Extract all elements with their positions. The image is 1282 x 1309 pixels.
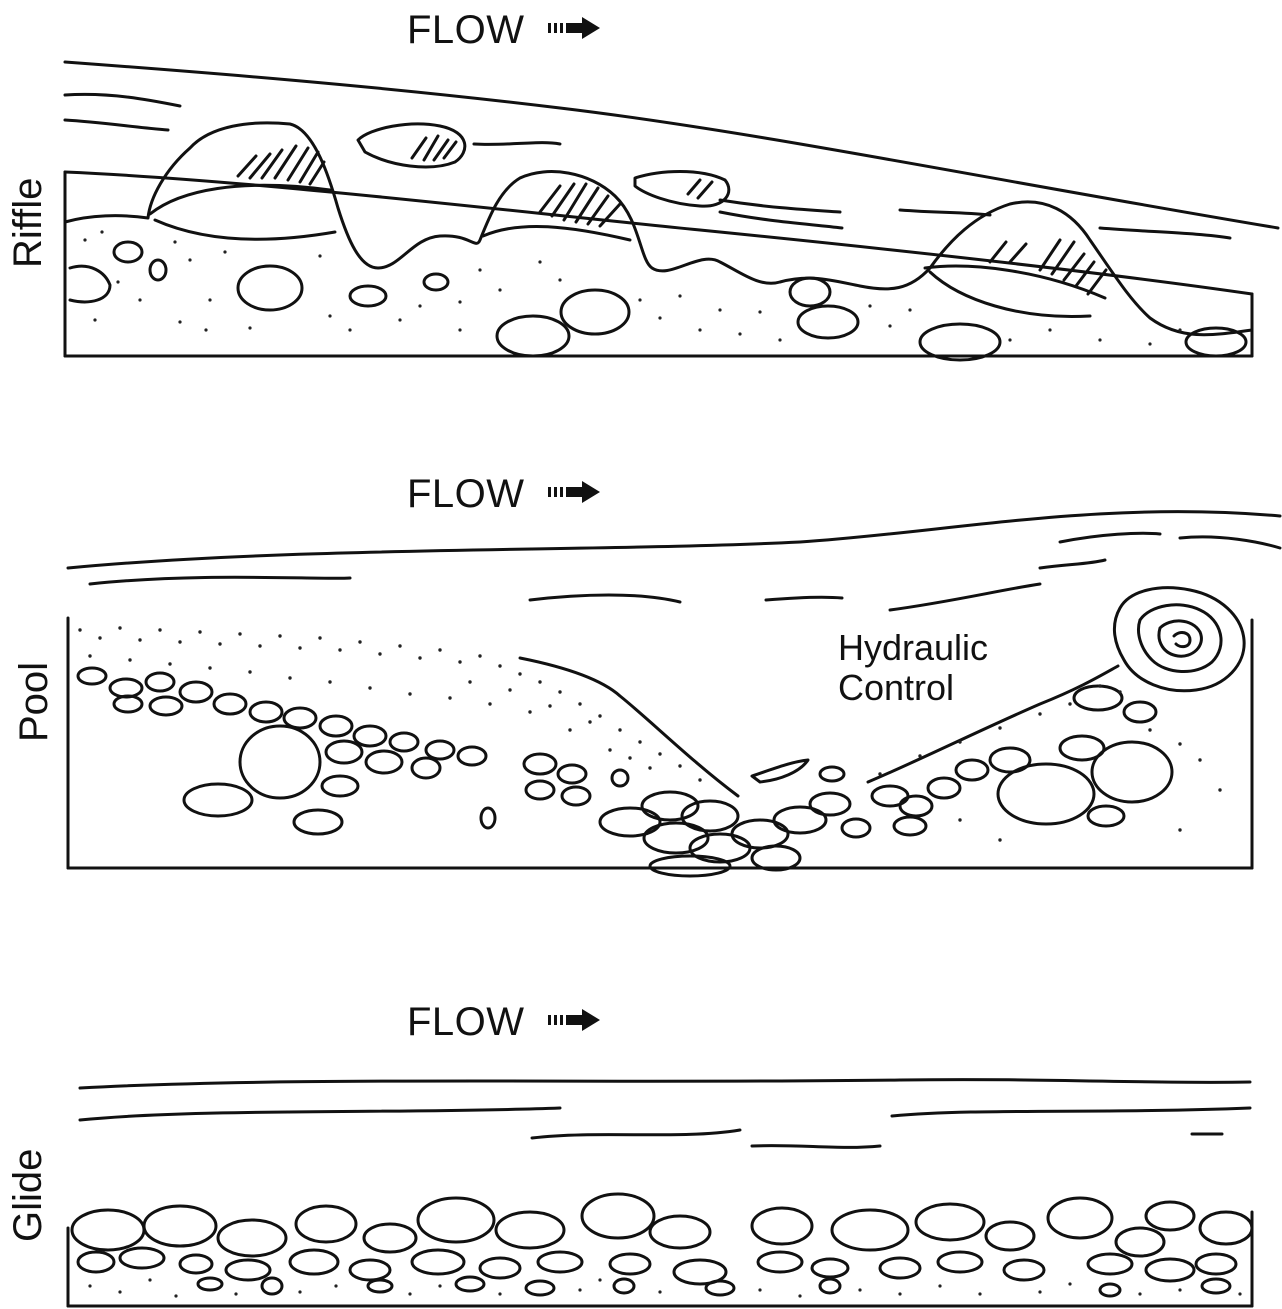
glide-cross-section-sketch: [0, 980, 1282, 1309]
pool-cross-section-sketch: [0, 460, 1282, 890]
pool-panel: FLOW Pool Hydraulic Control: [0, 460, 1282, 890]
glide-panel: FLOW Glide: [0, 980, 1282, 1309]
riffle-panel: FLOW Riffle: [0, 0, 1282, 380]
riffle-cross-section-sketch: [0, 0, 1282, 380]
